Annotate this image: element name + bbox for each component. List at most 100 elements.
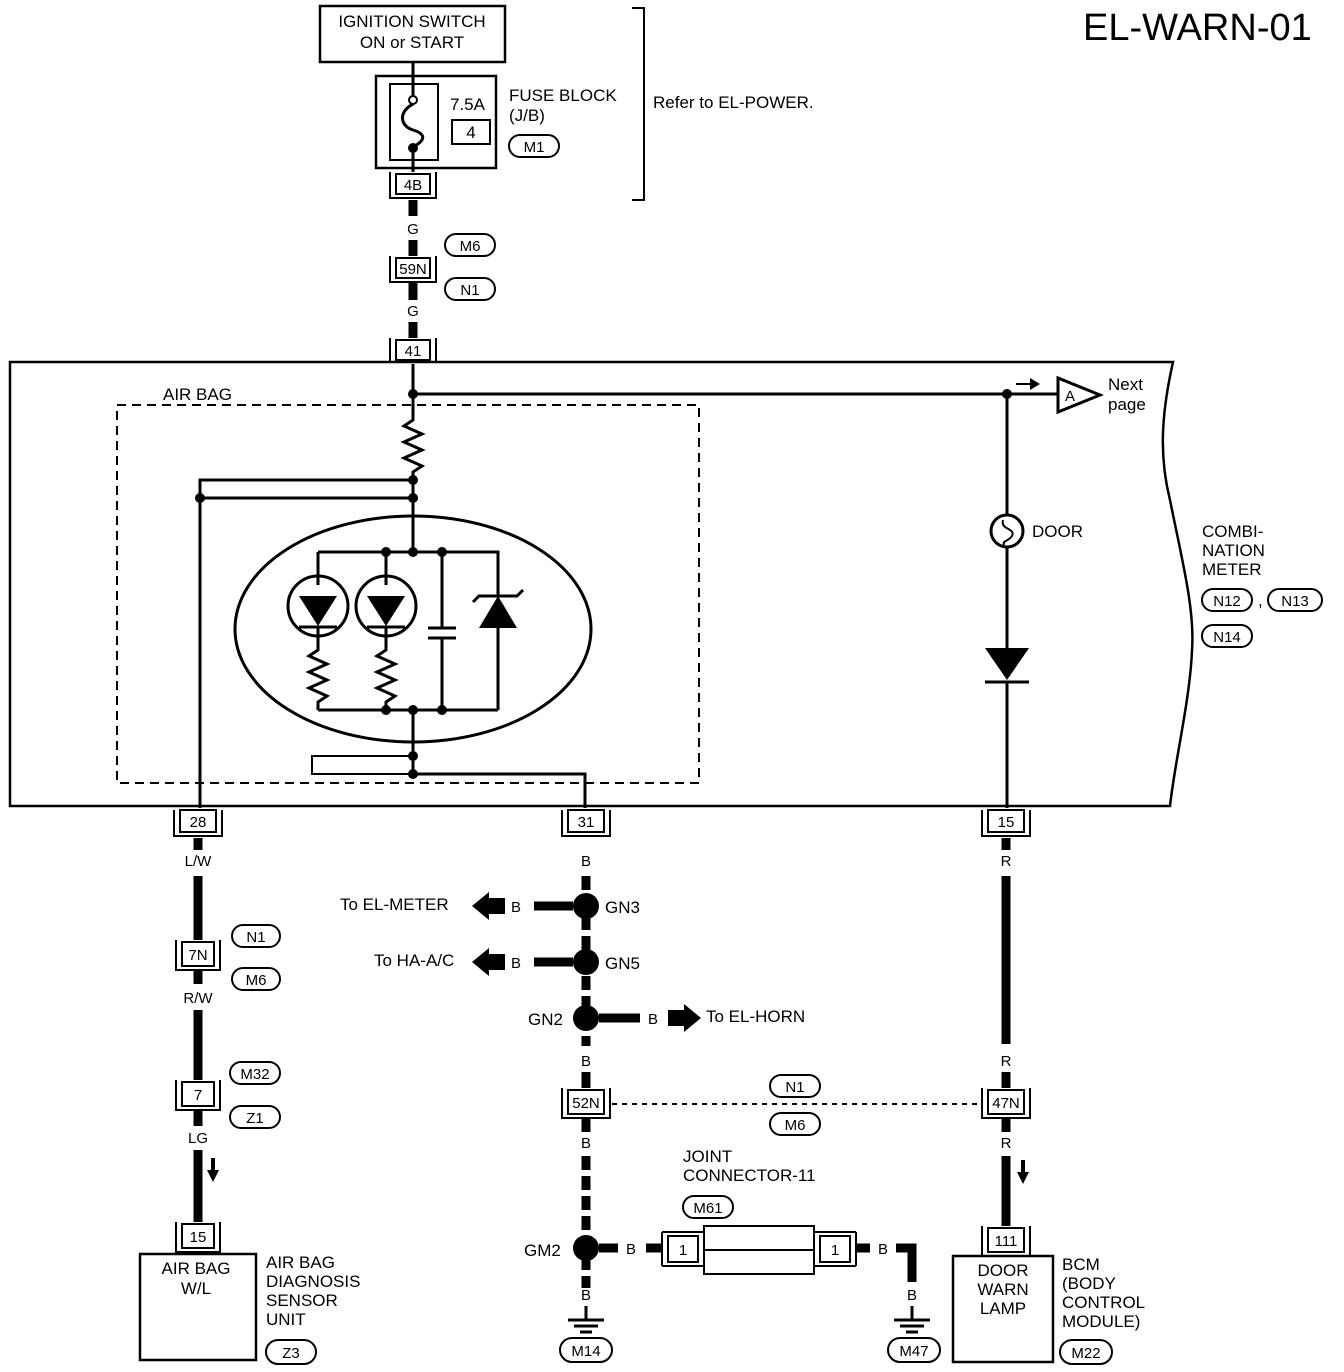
next-page-marker: A [1056,375,1104,415]
svg-text:41: 41 [405,343,422,360]
svg-text:M6: M6 [460,238,481,255]
down-arrow-icon-right [1017,1160,1029,1184]
next-page-line2: page [1108,395,1146,414]
wire-b-m47: B [907,1287,917,1304]
code-m1: M1 [508,134,560,158]
svg-text:M61: M61 [693,1200,722,1217]
door-diode-icon [985,648,1029,680]
splice-gn5 [573,949,599,975]
airbag-unit-l2: W/L [181,1279,211,1298]
code-n1-mid: N1 [769,1074,821,1098]
connector-15-airbag: 15 [175,1222,221,1253]
code-n12: N12 [1201,588,1253,612]
connector-47n: 47N [981,1088,1031,1119]
splice-gn3 [573,893,599,919]
joint-connector-11: 1 1 [661,1225,857,1275]
resistor-icon [400,414,426,480]
svg-text:28: 28 [190,814,207,831]
splice-gm2-label: GM2 [524,1241,561,1260]
fuse-icon [401,102,425,149]
capacitor-icon [428,552,456,710]
airbag-label: AIR BAG [163,385,232,404]
arrow-left-icon-hac [472,948,505,976]
bcm-name4: MODULE) [1062,1312,1140,1331]
svg-text:M6: M6 [246,972,267,989]
svg-text:N1: N1 [246,929,265,946]
wire-rw: R/W [183,990,213,1007]
connector-59n: 59N [389,256,437,283]
svg-text:31: 31 [578,814,595,831]
splice-gn5-label: GN5 [605,954,640,973]
code-n1-left: N1 [231,924,281,948]
wire-b-top: B [581,853,591,870]
bcm-l1: DOOR [978,1261,1029,1280]
svg-text:1: 1 [679,1242,687,1259]
code-n13: N13 [1267,588,1323,612]
bcm-name1: BCM [1062,1255,1100,1274]
svg-text:M22: M22 [1071,1345,1100,1362]
splice-gn2-label: GN2 [528,1010,563,1029]
airbag-diagnosis-unit-box [138,1252,258,1362]
svg-text:M47: M47 [899,1343,928,1360]
svg-text:59N: 59N [399,261,427,278]
wire-b-gn2: B [648,1011,658,1028]
wire-g-top: G [407,221,419,238]
wire-r-top: R [1001,853,1012,870]
splice-gn2 [573,1005,599,1031]
airbag-unit-l1: AIR BAG [162,1259,231,1278]
combi-line2: NATION [1202,541,1265,560]
wire-b-joint: B [878,1241,888,1258]
combi-line1: COMBI- [1202,522,1263,541]
connector-4b: 4B [389,172,437,199]
svg-text:N13: N13 [1281,593,1309,610]
code-n1-top: N1 [444,277,496,301]
svg-text:N1: N1 [460,282,479,299]
bcm-name2: (BODY [1062,1274,1116,1293]
svg-text:ON or START: ON or START [360,33,464,52]
arrow-left-icon-meter [472,892,505,920]
svg-text:A: A [1065,388,1075,405]
connector-15-meter: 15 [981,809,1031,837]
airbag-module-box [116,404,700,784]
connector-111: 111 [981,1226,1031,1257]
door-lamp-label: DOOR [1032,522,1083,541]
wire-r-mid: R [1001,1053,1012,1070]
code-m22: M22 [1059,1339,1113,1365]
code-m6-mid: M6 [769,1112,821,1136]
bcm-box [951,1254,1055,1364]
fuse-block: 7.5A 4 [374,62,498,172]
wire-lw: L/W [185,853,213,870]
ground-icon-m47 [894,1318,930,1334]
splice-gn3-label: GN3 [605,898,640,917]
wire-b-ground: B [581,1287,591,1304]
airbag-unit-name1: AIR BAG [266,1253,335,1272]
connector-7: 7 [175,1080,221,1111]
wire-lg: LG [188,1130,208,1147]
code-m47: M47 [887,1337,941,1363]
code-z3: Z3 [265,1339,317,1365]
connector-52n: 52N [561,1088,611,1119]
svg-text:IGNITION SWITCH: IGNITION SWITCH [338,12,485,31]
dest-horn: To EL-HORN [706,1007,805,1026]
connector-7n: 7N [175,940,221,971]
ground-icon-m14 [568,1318,604,1334]
svg-text:Z3: Z3 [282,1345,300,1362]
combi-line3: METER [1202,560,1262,579]
code-m32: M32 [229,1061,281,1085]
airbag-unit-name3: SENSOR [266,1291,338,1310]
code-n14: N14 [1201,624,1253,648]
wire-g-mid: G [407,303,419,320]
svg-text:M6: M6 [785,1117,806,1134]
svg-text:15: 15 [998,814,1015,831]
bcm-l2: WARN [977,1280,1028,1299]
airbag-unit-name2: DIAGNOSIS [266,1272,360,1291]
svg-text:111: 111 [995,1233,1018,1250]
next-arrow-icon [1016,378,1040,390]
combi-comma: , [1258,591,1263,610]
code-m61: M61 [682,1195,734,1219]
connector-41: 41 [389,338,437,365]
svg-text:4: 4 [466,123,475,142]
svg-text:52N: 52N [572,1095,600,1112]
svg-text:N1: N1 [785,1079,804,1096]
down-arrow-icon-left [207,1158,219,1182]
